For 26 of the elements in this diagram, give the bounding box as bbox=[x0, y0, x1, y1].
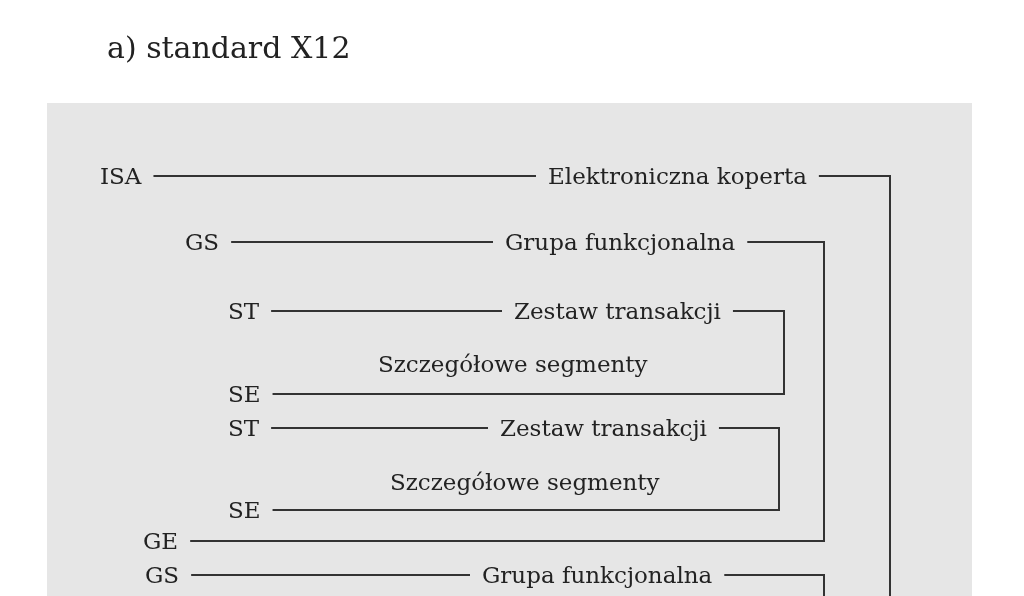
segment-tag: GS bbox=[185, 229, 220, 255]
connector-line bbox=[230, 241, 494, 243]
segment-tag: GS bbox=[145, 562, 180, 588]
connector-line bbox=[270, 427, 489, 429]
bracket-line bbox=[189, 241, 825, 542]
segment-description: Szczegółowe segmenty bbox=[390, 469, 660, 495]
level-label: Grupa funkcjonalna bbox=[482, 562, 713, 588]
diagram-title: a) standard X12 bbox=[107, 30, 351, 66]
connector-line bbox=[152, 175, 537, 177]
bracket-line bbox=[817, 175, 891, 596]
level-label: Zestaw transakcji bbox=[500, 415, 707, 441]
bracket-line bbox=[271, 427, 780, 511]
connector-line bbox=[190, 574, 471, 576]
segment-tag: GE bbox=[143, 528, 179, 554]
segment-tag: ST bbox=[228, 415, 260, 441]
level-label: Zestaw transakcji bbox=[514, 298, 721, 324]
segment-tag: SE bbox=[228, 381, 261, 407]
connector-line bbox=[270, 310, 503, 312]
level-label: Grupa funkcjonalna bbox=[505, 229, 736, 255]
segment-tag: ISA bbox=[100, 163, 142, 189]
level-label: Elektroniczna koperta bbox=[548, 163, 807, 189]
bracket-line bbox=[271, 310, 785, 395]
bracket-line bbox=[723, 574, 825, 596]
segment-description: Szczegółowe segmenty bbox=[378, 351, 648, 377]
segment-tag: SE bbox=[228, 497, 261, 523]
segment-tag: ST bbox=[228, 298, 260, 324]
